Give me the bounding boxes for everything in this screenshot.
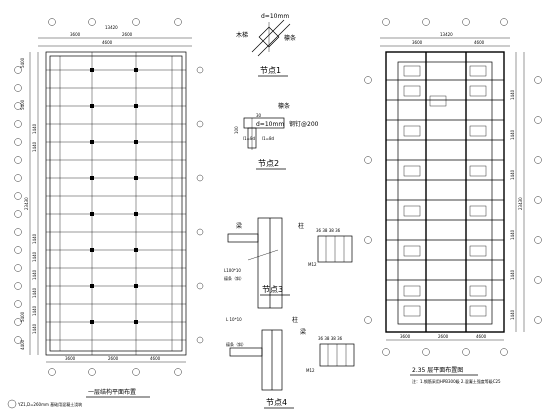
left-plan-caption: 一层结构平面布置 <box>88 388 136 396</box>
left-plan-rows <box>46 69 186 341</box>
detail-node-2: 檩条 30 d=10mm 钢钉@200 100 l1=8d l1=8d 节点2 <box>234 102 319 170</box>
right-top-dim-1: 3600 <box>412 40 423 45</box>
right-top-dim-2: 13420 <box>440 32 453 37</box>
left-plan-columns <box>90 68 138 324</box>
n3-label-b: 柱 <box>298 222 304 230</box>
n2-label-g: l1=8d <box>262 136 275 141</box>
n2-label-b: d=10mm <box>256 121 284 128</box>
left-side-dim-7: 1440 <box>32 251 37 262</box>
axis-bubble <box>48 18 56 26</box>
right-top-dim-3: 4600 <box>474 40 485 45</box>
left-side-dim-2: 5400 <box>20 99 25 110</box>
detail-node-3: 梁 柱 L100*10 檩条（斜） 36 38 38 36 M12 节点3 <box>224 217 353 309</box>
right-outer-wall <box>385 51 505 333</box>
left-side-dim-4: 1440 <box>32 141 37 152</box>
right-plan-axis-bubbles <box>364 76 542 324</box>
left-outer-wall <box>45 51 187 356</box>
left-top-dim-3: 13420 <box>105 25 118 30</box>
axis-bubble <box>174 18 182 26</box>
left-top-dim-2: 2600 <box>122 32 133 37</box>
n2-title: 节点2 <box>258 159 279 168</box>
n4-label-a: L 10*10 <box>226 317 242 322</box>
right-plan-rooms <box>403 65 487 317</box>
right-side-dim-7: 1440 <box>510 309 515 320</box>
n4-label-d: 梁 <box>300 328 306 336</box>
n2-label-a: 檩条 <box>278 102 290 110</box>
right-side-dim-4: 1440 <box>510 169 515 180</box>
n4-label-b: 檩条（斜） <box>226 341 246 347</box>
left-plan-note: YZ1,D=260mm 基础用混凝土浇筑 <box>17 401 82 407</box>
left-plan: 3600 2600 13420 4600 <box>7 18 204 409</box>
n2-label-f: l1=8d <box>243 136 256 141</box>
n3-title: 节点3 <box>262 285 283 294</box>
n4-label-e: 36 38 38 36 <box>318 336 343 341</box>
n2-label-e: 100 <box>234 126 239 134</box>
left-axis-bubbles <box>14 66 22 344</box>
n4-title: 节点4 <box>266 398 287 407</box>
n2-label-c: 钢钉@200 <box>289 120 319 128</box>
left-top-dim-4: 4600 <box>102 40 113 45</box>
left-bottom-dim-3: 4600 <box>150 356 161 361</box>
left-side-dim-12: 5400 <box>20 311 25 322</box>
n3-label-e: 36 38 38 36 <box>316 228 341 233</box>
left-side-dim-6: 1440 <box>32 233 37 244</box>
right-bottom-dim-1: 3600 <box>400 334 411 339</box>
right-plan-note: 注：1.钢筋采用HPB300级 2.混凝土强度等级C25 <box>412 378 501 384</box>
n3-label-d: 檩条（斜） <box>224 275 244 281</box>
right-plan-rows <box>386 79 504 301</box>
axis-bubble <box>88 18 96 26</box>
right-side-dim-6: 1440 <box>510 269 515 280</box>
right-side-dim-5: 1440 <box>510 229 515 240</box>
n3-label-a: 梁 <box>236 222 242 230</box>
north-symbol <box>7 399 17 409</box>
n3-label-f: M12 <box>308 262 317 267</box>
left-bottom-dim-1: 3600 <box>65 356 76 361</box>
n1-label-b: d=10mm <box>261 13 289 20</box>
left-side-dim-9: 1440 <box>32 287 37 298</box>
detail-node-1: 木梯 d=10mm 檩条 节点1 <box>236 13 296 77</box>
n2-label-d: 30 <box>256 113 262 118</box>
right-bottom-dim-3: 4600 <box>476 334 487 339</box>
n4-label-c: 柱 <box>292 316 298 324</box>
left-side-dim-1: 5400 <box>20 57 25 68</box>
right-axis-bubbles <box>196 66 204 344</box>
n4-label-f: M12 <box>306 368 315 373</box>
left-side-dim-3: 1440 <box>32 123 37 134</box>
n1-title: 节点1 <box>260 66 281 75</box>
left-top-dim-1: 3600 <box>70 32 81 37</box>
n3-label-c: L100*10 <box>224 268 241 273</box>
n1-label-a: 木梯 <box>236 31 248 39</box>
right-plan-caption: 2.35 层平面布置图 <box>412 366 463 374</box>
axis-bubble <box>132 18 140 26</box>
right-side-dim-2: 1440 <box>510 89 515 100</box>
n1-label-c: 檩条 <box>284 34 296 42</box>
right-plan: 3600 13420 4600 <box>364 18 542 384</box>
right-side-dim-1: 23430 <box>518 197 523 210</box>
left-side-dim-5: 23430 <box>24 197 29 210</box>
left-bottom-dim-2: 2600 <box>108 356 119 361</box>
right-side-dim-3: 1440 <box>510 129 515 140</box>
right-bottom-dim-2: 2600 <box>438 334 449 339</box>
left-side-dim-13: 4400 <box>20 339 25 350</box>
left-side-dim-11: 1440 <box>32 323 37 334</box>
left-side-dim-8: 1440 <box>32 269 37 280</box>
left-side-dim-10: 1440 <box>32 305 37 316</box>
left-inner-wall <box>49 55 183 352</box>
detail-node-4: L 10*10 檩条（斜） 柱 梁 36 38 38 36 M12 节点4 <box>226 316 355 409</box>
